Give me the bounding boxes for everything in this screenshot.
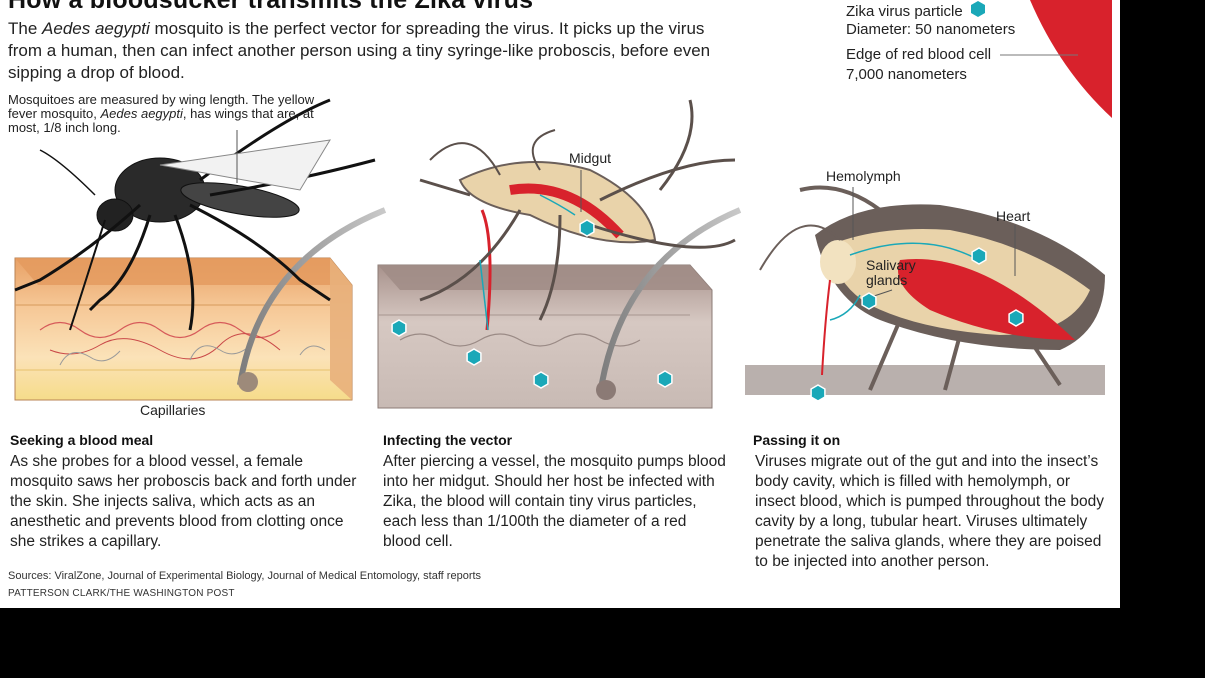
sources: Sources: ViralZone, Journal of Experimen… bbox=[8, 570, 482, 582]
page-title: How a bloodsucker transmits the Zika vir… bbox=[8, 0, 534, 14]
panel-title: Seeking a blood meal bbox=[10, 432, 154, 448]
illustration bbox=[14, 0, 1112, 409]
panel-body: Viruses migrate out of the gut and into … bbox=[755, 453, 1104, 570]
label-midgut: Midgut bbox=[569, 150, 612, 166]
legend-cell-label: Edge of red blood cell bbox=[846, 46, 992, 63]
legend-particle-label: Zika virus particle bbox=[846, 3, 963, 20]
label-salivary-glands: Salivary glands bbox=[866, 257, 916, 288]
mosquito-1 bbox=[14, 98, 376, 331]
panel-body: After piercing a vessel, the mosquito pu… bbox=[383, 453, 726, 550]
panel-title: Infecting the vector bbox=[383, 432, 513, 448]
species-name: Aedes aegypti bbox=[100, 106, 183, 121]
virus-particle-icon bbox=[391, 319, 407, 337]
scale-note: Mosquitoes are measured by wing length. … bbox=[8, 92, 315, 135]
panel-title: Passing it on bbox=[753, 432, 841, 448]
legend-particle-diameter: Diameter: 50 nanometers bbox=[846, 21, 1016, 38]
virus-particle-icon bbox=[861, 292, 877, 310]
credit: PATTERSON CLARK/THE WASHINGTON POST bbox=[8, 588, 235, 599]
label-heart: Heart bbox=[996, 208, 1031, 224]
infographic: How a bloodsucker transmits the Zika vir… bbox=[0, 0, 1120, 608]
virus-particle-icon bbox=[1008, 309, 1024, 327]
label-capillaries: Capillaries bbox=[140, 402, 206, 418]
legend-cell-size: 7,000 nanometers bbox=[846, 66, 967, 83]
label-hemolymph: Hemolymph bbox=[826, 168, 901, 184]
virus-particle-icon bbox=[533, 371, 549, 389]
panel-passing: Passing it on Viruses migrate out of the… bbox=[753, 432, 1113, 572]
virus-particle-icon bbox=[971, 247, 987, 265]
virus-particle-icon bbox=[579, 219, 595, 237]
virus-particle-icon bbox=[466, 348, 482, 366]
virus-particle-icon bbox=[657, 370, 673, 388]
panel-infecting: Infecting the vector After piercing a ve… bbox=[383, 432, 728, 552]
virus-particle-icon bbox=[810, 384, 826, 402]
mosquito-2 bbox=[419, 99, 736, 331]
skin-block-2 bbox=[377, 207, 742, 409]
red-blood-cell-edge bbox=[1030, 0, 1112, 118]
skin-block-1 bbox=[14, 207, 387, 401]
mosquito-3 bbox=[745, 185, 1105, 395]
legend-particle: Zika virus particle bbox=[846, 1, 985, 20]
intro-text: The Aedes aegypti mosquito is the perfec… bbox=[8, 19, 711, 82]
species-name: Aedes aegypti bbox=[42, 19, 150, 38]
panel-seeking: Seeking a blood meal As she probes for a… bbox=[10, 432, 370, 552]
panel-body: As she probes for a blood vessel, a fema… bbox=[10, 453, 357, 550]
hexagon-icon bbox=[970, 1, 985, 17]
virus-particles bbox=[391, 219, 1024, 402]
